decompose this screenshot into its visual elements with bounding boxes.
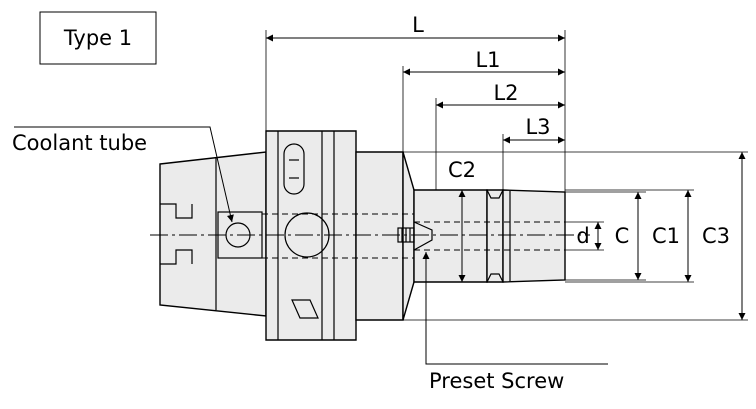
nose-section bbox=[413, 189, 488, 283]
dim-C-label: C bbox=[615, 224, 630, 248]
nose-taper bbox=[402, 151, 415, 321]
groove-chamfer-bottom bbox=[486, 273, 504, 283]
nose-groove bbox=[486, 189, 504, 283]
collet-tip bbox=[502, 189, 566, 283]
dim-L-label: L bbox=[412, 13, 424, 37]
type-label-box: Type 1 bbox=[39, 11, 157, 65]
dim-C1-label: C1 bbox=[652, 224, 680, 248]
dim-C3-label: C3 bbox=[702, 224, 730, 248]
groove-chamfer-top bbox=[486, 189, 504, 199]
flange-notch bbox=[291, 299, 319, 319]
dim-L1-label: L1 bbox=[475, 48, 500, 72]
type-label: Type 1 bbox=[63, 26, 132, 50]
flange bbox=[265, 130, 357, 341]
drive-key-slot bbox=[283, 143, 305, 195]
callouts: Coolant tube Preset Screw bbox=[12, 126, 608, 393]
dim-C2-label: C2 bbox=[448, 158, 476, 182]
dim-L2-label: L2 bbox=[493, 81, 518, 105]
holder-body bbox=[355, 151, 404, 321]
shank-slot-bottom bbox=[160, 249, 193, 265]
coolant-tube-label: Coolant tube bbox=[12, 131, 147, 155]
dimensions: L L1 L2 L3 C2 d C C1 C3 bbox=[265, 13, 748, 321]
dim-d-label: d bbox=[576, 224, 589, 248]
preset-screw-label: Preset Screw bbox=[429, 369, 564, 393]
shank-slot-top bbox=[160, 203, 193, 219]
tool-holder bbox=[150, 130, 590, 341]
dim-L3-label: L3 bbox=[525, 115, 550, 139]
coolant-tube-leader bbox=[14, 126, 234, 223]
preset-screw-leader bbox=[422, 252, 608, 365]
type-label-frame bbox=[39, 11, 157, 65]
